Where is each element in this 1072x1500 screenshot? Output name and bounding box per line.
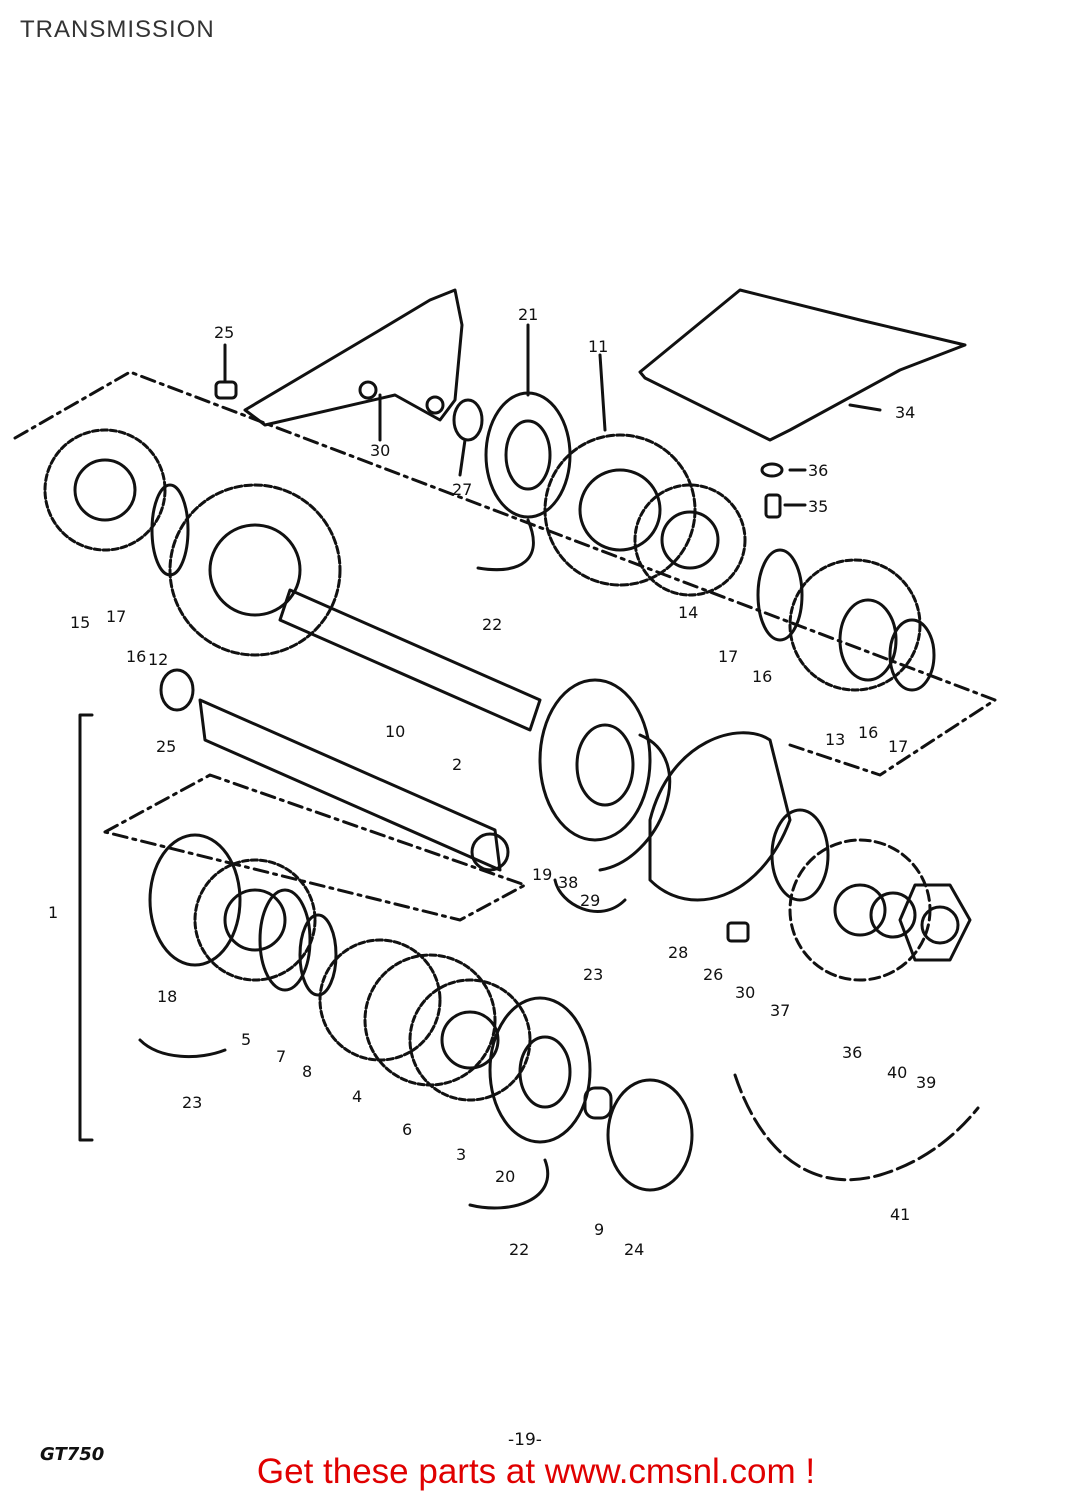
bearing-18 [148, 833, 242, 967]
callout-21: 21 [518, 305, 538, 324]
callout-6: 6 [402, 1120, 412, 1139]
callout-13: 13 [825, 730, 845, 749]
callout-33: 34 [895, 403, 915, 422]
callout-34: 35 [808, 497, 828, 516]
circlip-8 [298, 913, 338, 997]
model-code: GT750 [40, 1444, 105, 1465]
callout-11: 11 [588, 337, 608, 356]
upper-assembly-outline [13, 370, 997, 777]
ring-16-right [756, 548, 804, 642]
cmsnl-parts-link[interactable]: Get these parts at www.cmsnl.com ! [256, 1452, 816, 1491]
callout-31: 30 [370, 441, 390, 460]
bolt-34 [764, 493, 782, 519]
callout-5: 5 [241, 1030, 251, 1049]
circlip-17-right [888, 618, 936, 692]
callout-numbers: 25 30 21 27 11 34 36 35 15 17 16 12 22 1… [48, 305, 936, 1259]
nut-39 [898, 883, 972, 962]
gear-14 [633, 483, 747, 597]
assembly-bracket [78, 713, 94, 1142]
gear-4 [318, 938, 442, 1062]
callout-3: 3 [456, 1145, 466, 1164]
bracket-31 [243, 288, 464, 427]
callout-15: 15 [70, 613, 90, 632]
page-title: TRANSMISSION [20, 16, 215, 43]
washer-7 [258, 888, 312, 992]
callout-1: 1 [48, 903, 58, 922]
callout-8: 8 [302, 1062, 312, 1081]
gear-15 [43, 428, 167, 552]
callout-36: 36 [842, 1043, 862, 1062]
bushing-25 [159, 668, 195, 712]
page-number: -19- [508, 1430, 542, 1450]
callout-12: 12 [148, 650, 168, 669]
callout-7: 7 [276, 1047, 286, 1066]
gear-3 [408, 978, 532, 1102]
seal-37 [770, 808, 830, 902]
circlip-22-lower [468, 1158, 549, 1210]
gear-5 [193, 858, 317, 982]
callout-37: 37 [770, 1001, 790, 1020]
callout-24: 24 [624, 1240, 644, 1259]
callout-14: 14 [678, 603, 698, 622]
callout-27: 27 [452, 480, 472, 499]
gear-6 [363, 953, 497, 1087]
main-shaft-2 [198, 698, 502, 872]
callout-23-a: 23 [583, 965, 603, 984]
callout-22-a: 22 [482, 615, 502, 634]
cap-24 [606, 1078, 694, 1192]
circlip-22-upper [476, 518, 535, 572]
callout-17-c: 17 [888, 737, 908, 756]
callout-4: 4 [352, 1087, 362, 1106]
callout-2: 2 [452, 755, 462, 774]
callout-41: 41 [890, 1205, 910, 1224]
bearing-21 [484, 391, 572, 519]
drive-chain-41 [733, 1073, 980, 1182]
callout-22-b: 22 [509, 1240, 529, 1259]
callout-30: 30 [735, 983, 755, 1002]
countershaft-10 [278, 588, 542, 732]
callout-18: 18 [157, 987, 177, 1006]
bearing-20 [488, 996, 592, 1144]
sprocket-36 [788, 838, 932, 982]
callout-20: 20 [495, 1167, 515, 1186]
callout-16-a: 16 [126, 647, 146, 666]
circlip-29 [598, 733, 672, 872]
callout-40: 40 [887, 1063, 907, 1082]
callout-35: 36 [808, 461, 828, 480]
retainer-28 [648, 731, 792, 902]
callout-25: 25 [156, 737, 176, 756]
bushing-27 [452, 398, 484, 442]
bearing-19 [538, 678, 652, 842]
callout-19: 19 [532, 865, 552, 884]
gear-13 [788, 558, 922, 692]
washer-40 [869, 891, 917, 939]
gear-11 [543, 433, 697, 587]
callout-38: 38 [558, 873, 578, 892]
callout-23-b: 23 [182, 1093, 202, 1112]
circlip-23-middle [553, 878, 627, 913]
callout-39: 39 [916, 1073, 936, 1092]
pin-9 [583, 1086, 613, 1120]
callout-29: 29 [580, 891, 600, 910]
callout-26: 26 [703, 965, 723, 984]
callout-9: 9 [594, 1220, 604, 1239]
lower-assembly-outline [103, 773, 527, 922]
callout-16-b: 16 [752, 667, 772, 686]
cover-plate-33 [638, 288, 967, 442]
gear-12 [168, 483, 342, 657]
callout-17-a: 17 [106, 607, 126, 626]
washer-35 [760, 462, 784, 478]
callout-28: 28 [668, 943, 688, 962]
bolt-26 [726, 921, 750, 943]
callout-17-b: 17 [718, 647, 738, 666]
circlip-23-lower [138, 1038, 227, 1059]
callout-10: 10 [385, 722, 405, 741]
callout-32: 25 [214, 323, 234, 342]
callout-16-c: 16 [858, 723, 878, 742]
bolt-32 [214, 380, 238, 400]
